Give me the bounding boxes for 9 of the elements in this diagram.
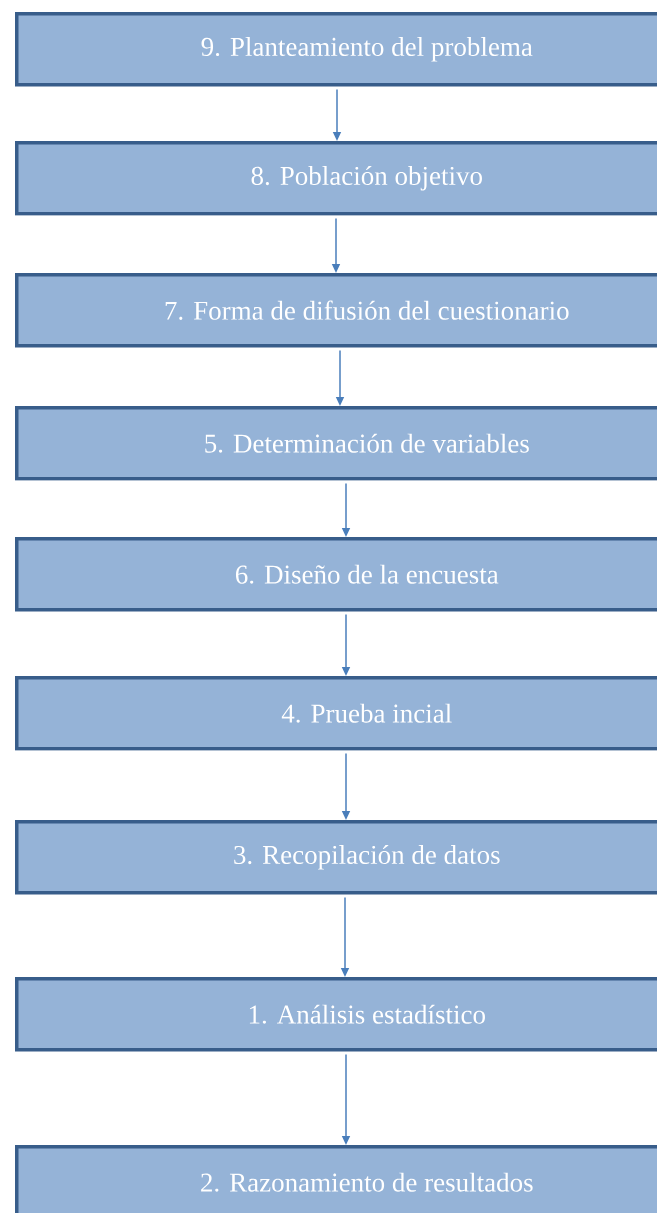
process-box: 2. Razonamiento de resultados bbox=[15, 1145, 657, 1213]
process-box: 9. Planteamiento del problema bbox=[15, 12, 657, 87]
process-box: 1. Análisis estadístico bbox=[15, 977, 657, 1052]
process-box: 3. Recopilación de datos bbox=[15, 820, 657, 895]
process-box: 7. Forma de difusión del cuestionario bbox=[15, 273, 657, 348]
process-box: 4. Prueba incial bbox=[15, 676, 657, 751]
process-box: 5. Determinación de variables bbox=[15, 406, 657, 481]
process-box: 8. Población objetivo bbox=[15, 141, 657, 216]
process-box: 6. Diseño de la encuesta bbox=[15, 537, 657, 612]
